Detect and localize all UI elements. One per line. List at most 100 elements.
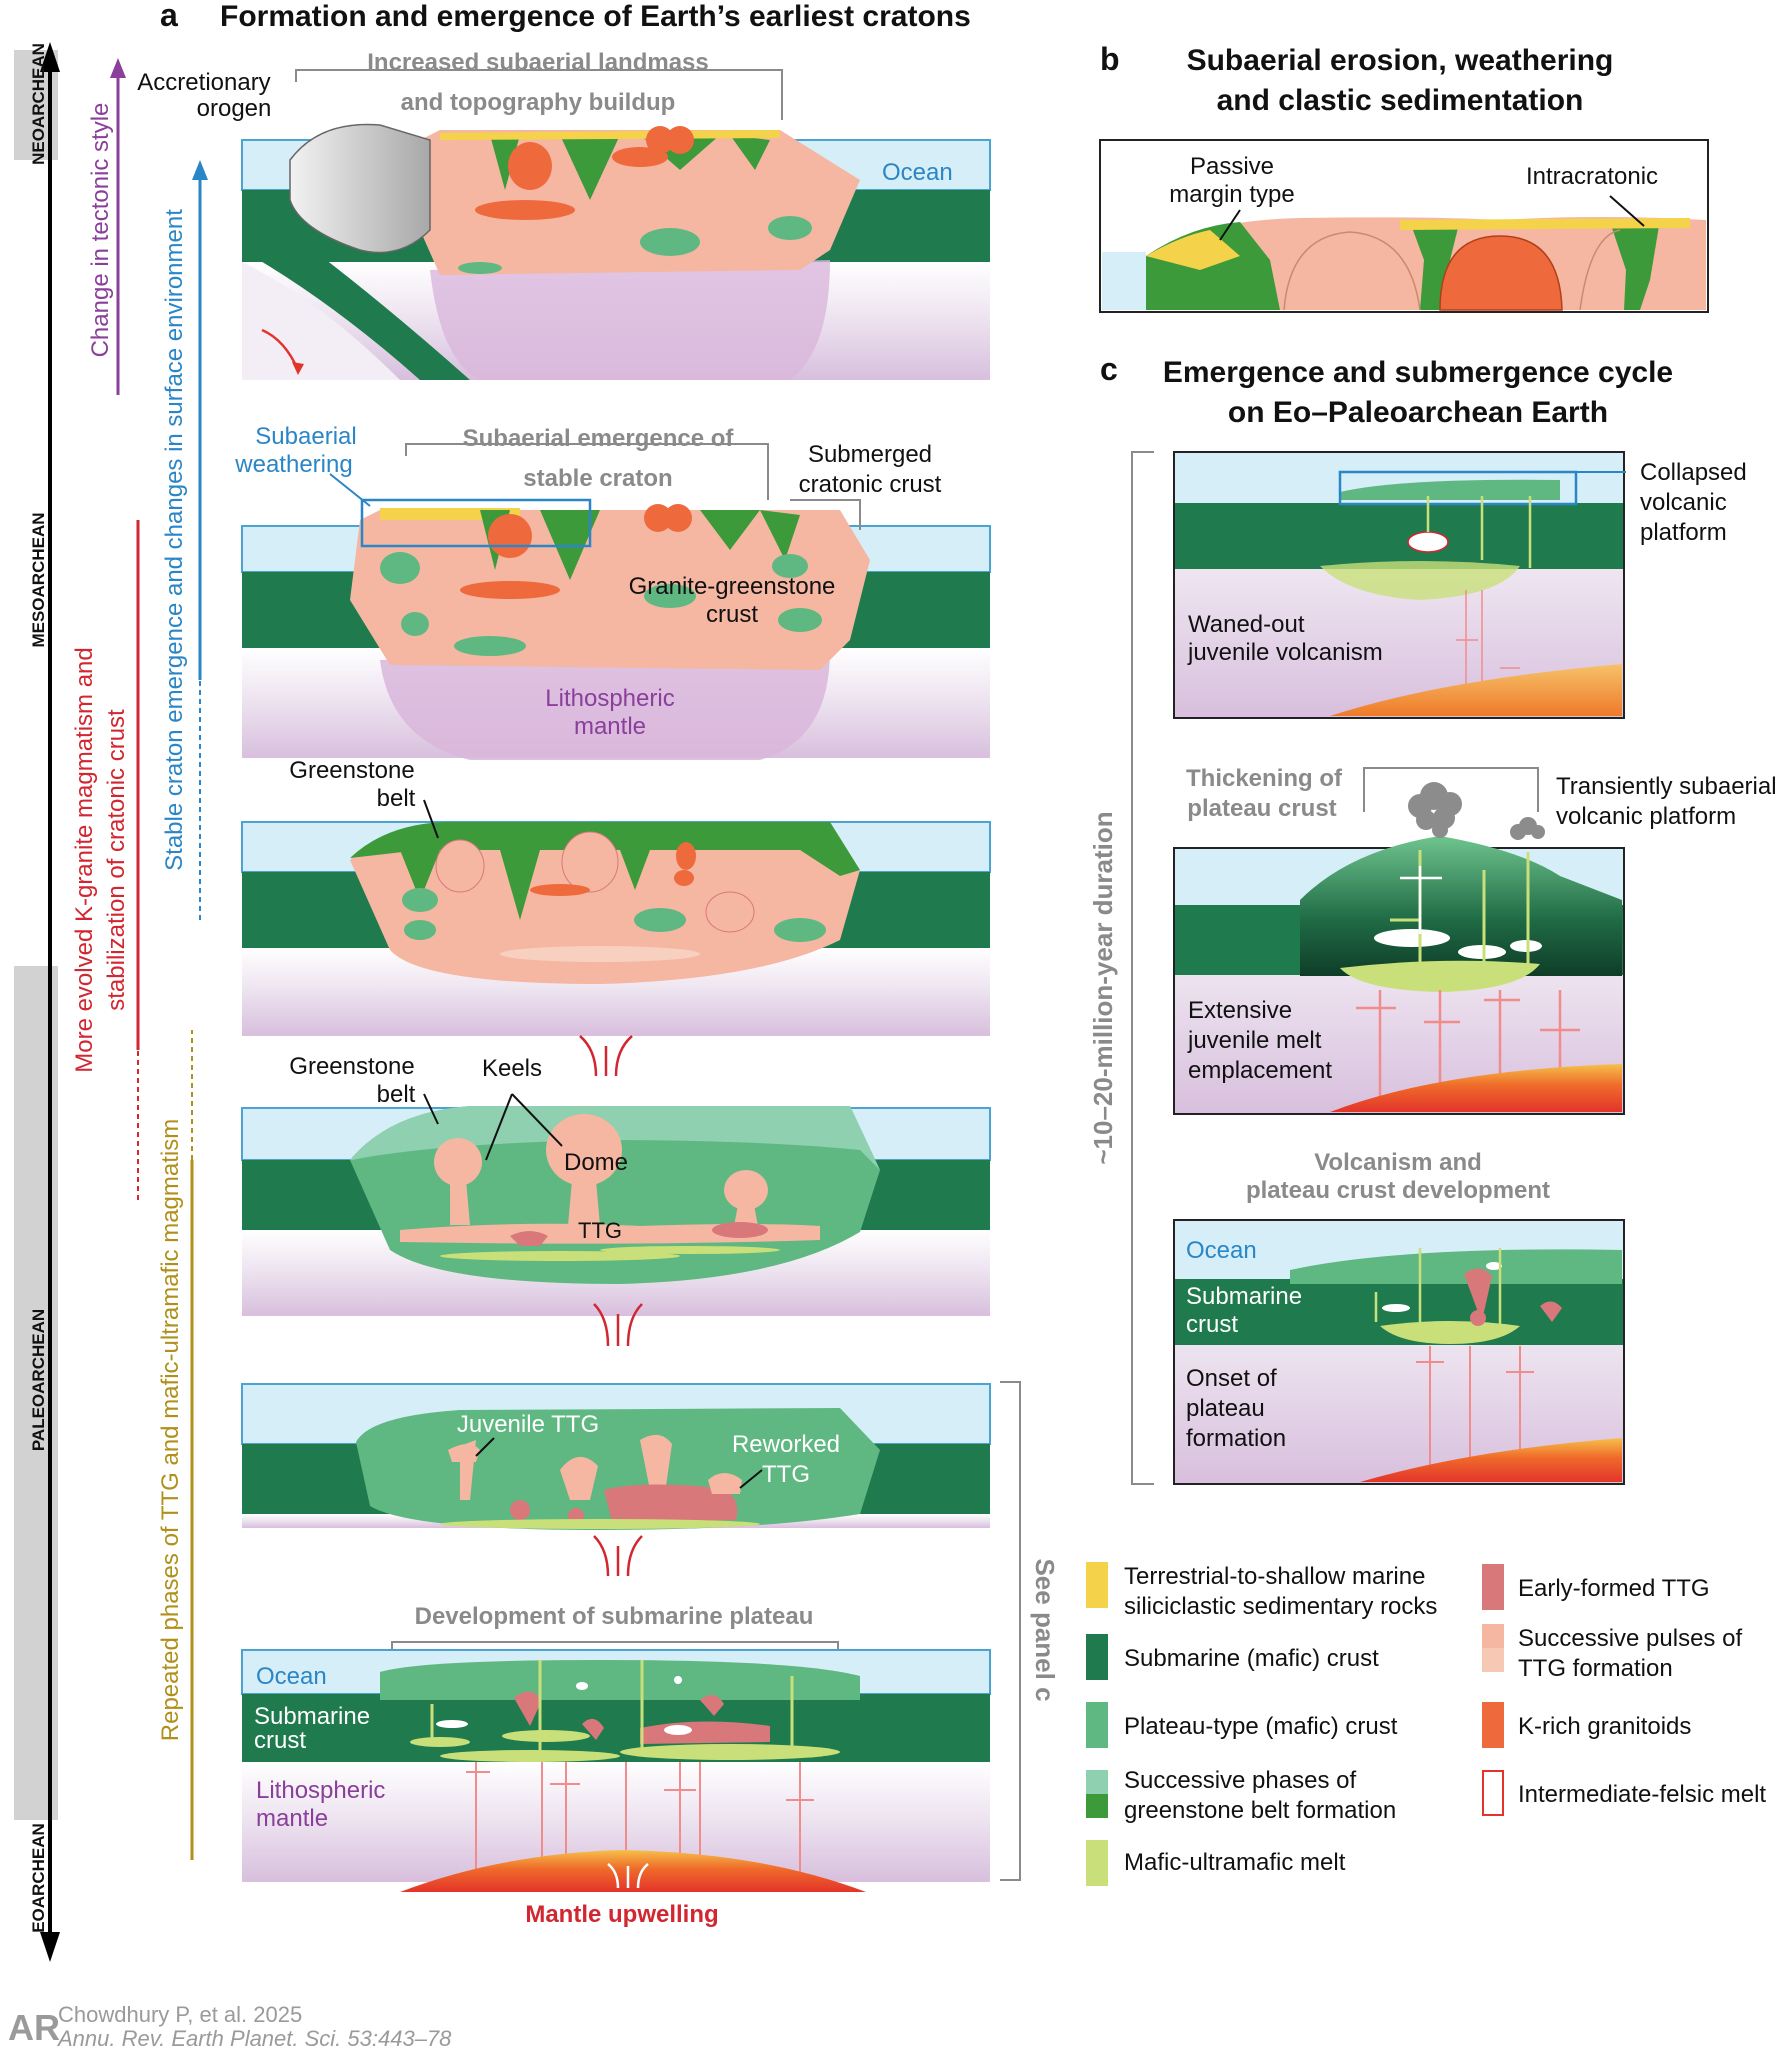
stage2-litho-label-1: Lithospheric [545, 685, 674, 712]
box3-onset-label-1: Onset of [1186, 1365, 1277, 1392]
stage2-weathering-label-2: weathering [234, 451, 352, 478]
stage3-greenstone-label-2: belt [377, 785, 416, 812]
time-axis-arrow-down [40, 1932, 60, 1962]
panel-c-box-1: Waned-out juvenile volcanism Collapsed v… [1173, 451, 1747, 719]
stage6-crust-label-1: Submarine [254, 1703, 370, 1730]
kgranite-trend-label-2: stabilization of cratonic crust [103, 709, 130, 1011]
upward-arrows-1 [579, 1035, 633, 1077]
box3-onset-label-3: formation [1186, 1425, 1286, 1452]
legend-submarine-label: Submarine (mafic) crust [1124, 1645, 1379, 1672]
era-bar: NEOARCHEAN MESOARCHEAN PALEOARCHEAN EOAR… [14, 42, 60, 1962]
stage2-submerged-label-2: cratonic crust [799, 471, 942, 498]
publisher-logo: AR [8, 2007, 60, 2048]
stage4-keels-label: Keels [482, 1055, 542, 1082]
stage-5-diagram: Juvenile TTG Reworked TTG [241, 1383, 991, 1530]
box3-ocean-label: Ocean [1186, 1237, 1257, 1264]
panel-c-duration-label: ~10–20-million-year duration [1088, 811, 1118, 1164]
box1-waned-label-2: juvenile volcanism [1187, 639, 1383, 666]
citation-line-1: Chowdhury P, et al. 2025 [58, 2002, 302, 2027]
panel-b-letter: b [1100, 41, 1120, 77]
panel-b-title-1: Subaerial erosion, weathering [1187, 44, 1614, 77]
panel-c-letter: c [1100, 351, 1118, 387]
legend-item-successive-ttg: Successive pulses of TTG formation [1482, 1624, 1742, 1682]
legend-early-ttg-label: Early-formed TTG [1518, 1575, 1710, 1602]
stage-6-diagram: Development of submarine plateau [241, 1603, 991, 1928]
stage4-ttg-label: TTG [578, 1218, 622, 1243]
era-neoarchean-label: NEOARCHEAN [29, 43, 48, 165]
time-axis-arrow-up [40, 42, 60, 72]
box2-extensive-label-3: emplacement [1188, 1057, 1332, 1084]
legend-greenstone-label-2: greenstone belt formation [1124, 1797, 1396, 1824]
stage6-litho-label-2: mantle [256, 1805, 328, 1832]
panel-b-passive-label-2: margin type [1169, 181, 1294, 208]
stage1-landmass-label-1: Increased subaerial landmass [367, 49, 709, 76]
legend-item-early-ttg: Early-formed TTG [1482, 1564, 1710, 1610]
stage6-crust-label-2: crust [254, 1727, 306, 1754]
legend-mafic-label: Mafic-ultramafic melt [1124, 1849, 1346, 1876]
panel-b: b Subaerial erosion, weathering and clas… [1099, 41, 1709, 313]
kgranite-trend-label-1: More evolved K-granite magmatism and [71, 647, 98, 1073]
upward-arrows-2 [593, 1303, 643, 1347]
citation: AR Chowdhury P, et al. 2025 Annu. Rev. E… [8, 2002, 452, 2048]
legend-item-felsic-melt: Intermediate-felsic melt [1482, 1770, 1766, 1816]
stage1-landmass-label-2: and topography buildup [401, 89, 676, 116]
legend-item-k-granitoids: K-rich granitoids [1482, 1702, 1691, 1748]
tectonic-trend-label: Change in tectonic style [87, 103, 114, 358]
era-mesoarchean-label: MESOARCHEAN [29, 512, 48, 647]
box3-crust-label-1: Submarine [1186, 1283, 1302, 1310]
legend-item-greenstone: Successive phases of greenstone belt for… [1086, 1767, 1396, 1824]
stage6-litho-label-1: Lithospheric [256, 1777, 385, 1804]
stage1-orogen-label-1: Accretionary [137, 69, 270, 96]
box1-collapsed-label-3: platform [1640, 519, 1727, 546]
panel-c: c Emergence and submergence cycle on Eo–… [1088, 351, 1777, 1485]
stage2-litho-label-2: mantle [574, 713, 646, 740]
legend-item-submarine-crust: Submarine (mafic) crust [1086, 1634, 1379, 1680]
ttg-trend-label: Repeated phases of TTG and mafic-ultrama… [157, 1119, 184, 1741]
box2-thickening-label-1: Thickening of [1186, 765, 1343, 792]
panel-a-title: Formation and emergence of Earth’s earli… [220, 0, 971, 33]
legend-item-sediment: Terrestrial-to-shallow marine siliciclas… [1086, 1562, 1437, 1620]
legend-sediment-label-2: siliciclastic sedimentary rocks [1124, 1593, 1437, 1620]
panel-c-box-2: Thickening of plateau crust Transiently … [1173, 765, 1777, 1115]
legend-sediment-label-1: Terrestrial-to-shallow marine [1124, 1563, 1425, 1590]
box3-heading-label-2: plateau crust development [1246, 1177, 1550, 1204]
stage2-granite-label-2: crust [706, 601, 758, 628]
panel-b-passive-label-1: Passive [1190, 153, 1274, 180]
panel-c-title-1: Emergence and submergence cycle [1163, 356, 1673, 389]
box2-transient-label-2: volcanic platform [1556, 803, 1736, 830]
stage6-upwelling-label: Mantle upwelling [525, 1901, 718, 1928]
trend-annotations: Change in tectonic style Stable craton e… [71, 58, 208, 1860]
stage5-reworked-label-2: TTG [762, 1461, 810, 1488]
stage2-weathering-label-1: Subaerial [255, 423, 356, 450]
box3-crust-label-2: crust [1186, 1311, 1238, 1338]
legend-successive-ttg-label-2: TTG formation [1518, 1655, 1673, 1682]
stage2-emergence-label-1: Subaerial emergence of [463, 425, 735, 452]
box2-thickening-label-2: plateau crust [1187, 795, 1336, 822]
legend-k-granitoids-label: K-rich granitoids [1518, 1713, 1691, 1740]
stage-3-diagram: Greenstone belt [241, 757, 991, 1036]
panel-a-letter: a [160, 0, 178, 33]
upward-arrows-3 [593, 1535, 643, 1577]
box2-extensive-label-1: Extensive [1188, 997, 1292, 1024]
stage4-dome-label: Dome [564, 1149, 628, 1176]
legend-successive-ttg-label-1: Successive pulses of [1518, 1625, 1742, 1652]
stage-1-diagram: Ocean Accretionary orogen Increased suba… [137, 49, 991, 380]
stage1-orogen-label-2: orogen [197, 95, 272, 122]
stage1-ocean-label: Ocean [882, 159, 953, 186]
box3-onset-label-2: plateau [1186, 1395, 1265, 1422]
legend: Terrestrial-to-shallow marine siliciclas… [1086, 1562, 1766, 1886]
panel-c-box-3: Volcanism and plateau crust development [1173, 1149, 1625, 1485]
tectonic-trend-arrow [110, 58, 126, 78]
box1-collapsed-label-2: volcanic [1640, 489, 1727, 516]
box1-waned-label-1: Waned-out [1188, 611, 1305, 638]
box1-collapsed-label-1: Collapsed [1640, 459, 1747, 486]
surface-trend-arrow [192, 160, 208, 180]
legend-item-mafic-melt: Mafic-ultramafic melt [1086, 1840, 1346, 1886]
era-paleoarchean-label: PALEOARCHEAN [29, 1309, 48, 1451]
legend-item-plateau-crust: Plateau-type (mafic) crust [1086, 1702, 1398, 1748]
panel-b-title-2: and clastic sedimentation [1217, 84, 1584, 117]
box2-extensive-label-2: juvenile melt [1187, 1027, 1322, 1054]
surface-trend-label: Stable craton emergence and changes in s… [161, 209, 188, 871]
stage-4-diagram: Greenstone belt Keels Dome TTG [241, 1053, 991, 1316]
